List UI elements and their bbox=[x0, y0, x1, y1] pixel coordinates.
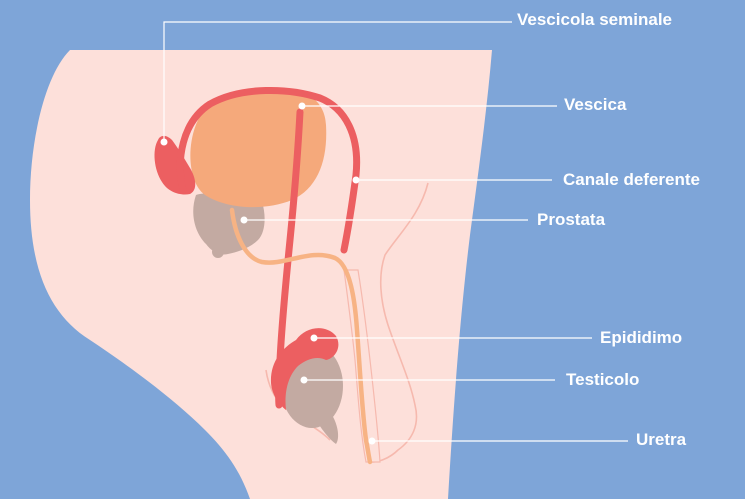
label-bladder: Vescica bbox=[564, 95, 626, 115]
marker-dot-vas-deferens bbox=[353, 177, 360, 184]
marker-dot-urethra bbox=[369, 438, 376, 445]
marker-dot-seminal-vesicle bbox=[161, 139, 168, 146]
label-epididymis: Epididimo bbox=[600, 328, 682, 348]
label-testicle: Testicolo bbox=[566, 370, 639, 390]
label-seminal-vesicle: Vescicola seminale bbox=[517, 10, 672, 30]
prostate-lobe bbox=[212, 246, 224, 258]
label-urethra: Uretra bbox=[636, 430, 686, 450]
label-vas-deferens: Canale deferente bbox=[563, 170, 700, 190]
marker-dot-epididymis bbox=[311, 335, 318, 342]
marker-dot-bladder bbox=[299, 103, 306, 110]
marker-dot-prostate bbox=[241, 217, 248, 224]
label-prostate: Prostata bbox=[537, 210, 605, 230]
marker-dot-testicle bbox=[301, 377, 308, 384]
